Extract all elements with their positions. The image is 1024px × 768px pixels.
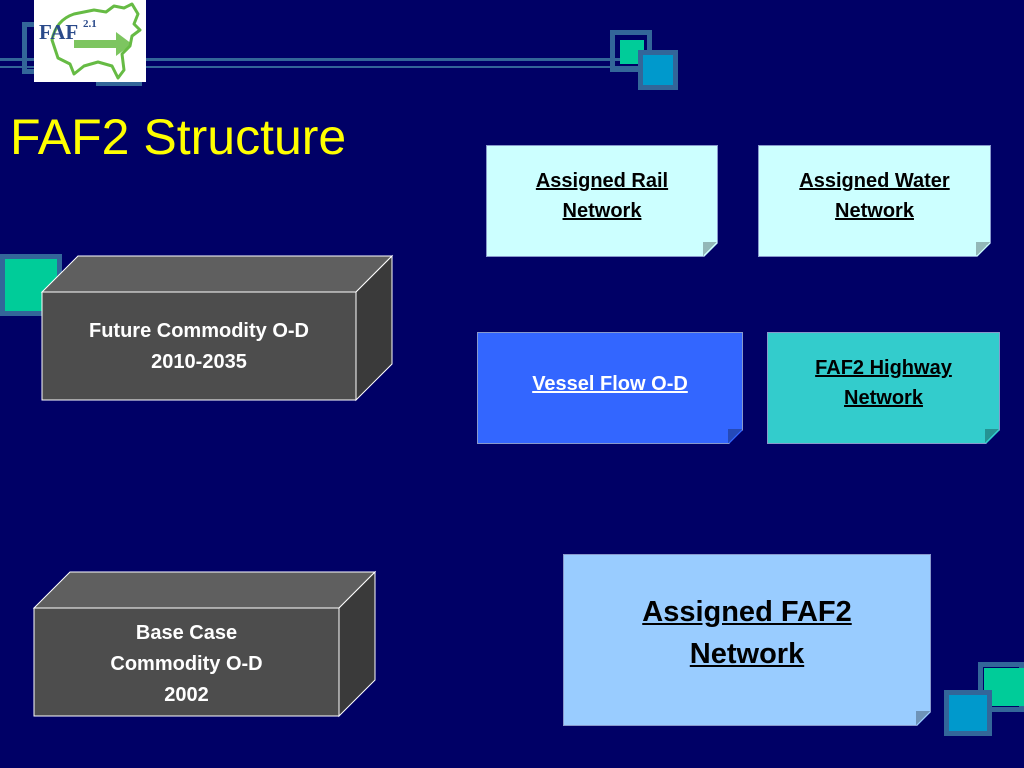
assigned-water-network-note: Assigned Water Network [758, 145, 991, 257]
box-label-line: Commodity O-D [110, 653, 263, 675]
future-commodity-box [40, 254, 394, 402]
top-rule-lower [0, 66, 640, 68]
note-fold [728, 429, 742, 443]
faf2-highway-network-note: FAF2 Highway Network [767, 332, 1000, 444]
base-case-label: Base Case Commodity O-D 2002 [34, 618, 339, 711]
note-line: Network [562, 200, 642, 222]
box-top-face [32, 571, 377, 609]
note-text: Vessel Flow O-D [532, 369, 688, 399]
note-text: FAF2 Highway Network [815, 353, 952, 413]
deco-square-blue [638, 50, 678, 90]
box-label-line: Future Commodity O-D [89, 320, 309, 342]
future-commodity-label: Future Commodity O-D 2010-2035 [42, 316, 356, 378]
vessel-flow-od-note: Vessel Flow O-D [477, 332, 743, 444]
box-label-line: 2010-2035 [151, 351, 247, 373]
note-line: Network [689, 638, 805, 670]
deco-square-blue [944, 690, 992, 736]
top-rule [0, 58, 640, 61]
box-label-line: 2002 [164, 684, 209, 706]
box-front-face [41, 291, 357, 401]
note-text: Assigned FAF2 Network [642, 591, 852, 675]
note-line: Vessel Flow O-D [532, 373, 688, 395]
note-line: Assigned FAF2 [642, 596, 852, 628]
logo-text: FAF [39, 20, 79, 44]
note-line: Assigned Water [799, 170, 950, 192]
faf-logo: FAF 2.1 [34, 0, 146, 82]
base-case-box [32, 570, 377, 718]
note-text: Assigned Water Network [799, 166, 949, 226]
note-fold [703, 242, 717, 256]
box-front-face [33, 607, 340, 717]
assigned-rail-network-note: Assigned Rail Network [486, 145, 718, 257]
note-text: Assigned Rail Network [536, 166, 668, 226]
logo-superscript: 2.1 [83, 18, 97, 30]
slide-title: FAF2 Structure [10, 109, 347, 165]
note-fold [976, 242, 990, 256]
note-line: Network [844, 387, 923, 409]
box-top-face [40, 255, 394, 293]
note-line: FAF2 Highway [815, 357, 952, 379]
box-label-line: Base Case [135, 622, 238, 644]
note-line: Network [835, 200, 914, 222]
note-fold [985, 429, 999, 443]
assigned-faf2-network-note: Assigned FAF2 Network [563, 554, 931, 726]
note-line: Assigned Rail [535, 170, 669, 192]
note-fold [916, 711, 930, 725]
